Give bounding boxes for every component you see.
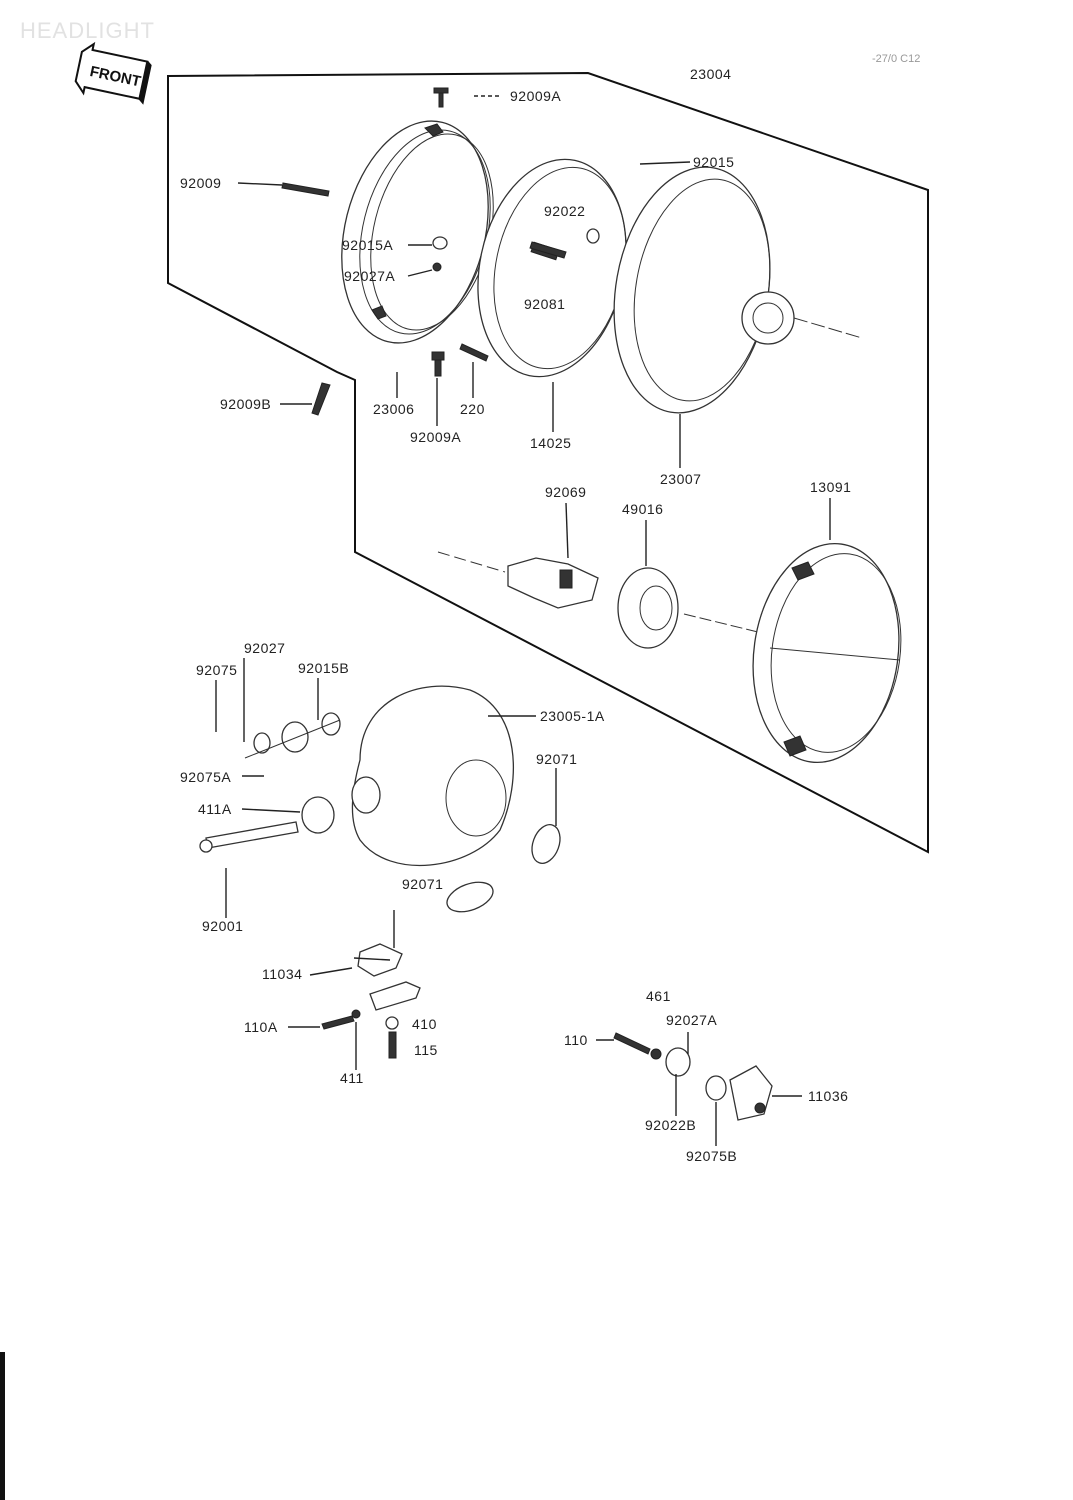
nut-461 (650, 1048, 662, 1060)
label-92071-right: 92071 (536, 751, 577, 767)
label-461: 461 (646, 988, 671, 1004)
collar-411A (301, 796, 335, 834)
assembly-frame (167, 71, 929, 854)
label-115: 115 (414, 1042, 438, 1058)
spacer-92022B (705, 1075, 727, 1101)
part-labels: 23004 92009A 92009 92015 92022 92015A 92… (180, 66, 851, 1164)
label-92015A: 92015A (342, 237, 393, 253)
label-110A: 110A (244, 1019, 278, 1035)
label-220: 220 (460, 401, 485, 417)
label-92009: 92009 (180, 175, 221, 191)
clip-92022 (586, 228, 600, 244)
front-direction-badge: FRONT (74, 41, 152, 105)
label-11036: 11036 (808, 1088, 848, 1104)
label-13091: 13091 (810, 479, 851, 495)
label-92075B: 92075B (686, 1148, 737, 1164)
label-92075A: 92075A (180, 769, 231, 785)
label-92015B: 92015B (298, 660, 349, 676)
screw-92009 (281, 182, 330, 197)
screw-92009B (311, 382, 331, 416)
headlight-case-23005-1A (351, 685, 514, 867)
spring-92081 (529, 241, 567, 259)
screw-92009A-top (433, 87, 449, 108)
washer-410 (385, 1016, 399, 1030)
label-92009A-bottom: 92009A (410, 429, 461, 445)
bulb-92069 (437, 551, 599, 609)
reference-code: -27/0 C12 (872, 53, 920, 65)
nut-92027A (432, 262, 442, 272)
headlight-housing-23007 (613, 166, 863, 414)
label-411A: 411A (198, 801, 232, 817)
label-11034: 11034 (262, 966, 302, 982)
label-410: 410 (412, 1016, 437, 1032)
label-92001: 92001 (202, 918, 243, 934)
washer-92075 (253, 732, 271, 754)
label-92015: 92015 (693, 154, 734, 170)
label-23007: 23007 (660, 471, 701, 487)
label-110: 110 (564, 1032, 588, 1048)
label-92071-bottom: 92071 (402, 876, 443, 892)
sealed-beam-unit-13091 (752, 542, 902, 764)
leader-lines (215, 95, 831, 1146)
nut-411 (351, 1009, 361, 1019)
screw-220 (459, 343, 489, 362)
label-92027A: 92027A (344, 268, 395, 284)
grommet-92027 (281, 721, 309, 753)
diagram-title: HEADLIGHT (20, 18, 155, 43)
bracket-11034 (357, 943, 421, 1011)
label-92069: 92069 (545, 484, 586, 500)
grommet-92027A (665, 1047, 691, 1077)
label-92009A-top: 92009A (510, 88, 561, 104)
screw-92009A-bottom (431, 351, 445, 377)
scan-edge-mark (0, 1352, 5, 1500)
label-92075: 92075 (196, 662, 237, 678)
boot-49016 (617, 567, 759, 649)
label-23004: 23004 (690, 66, 731, 82)
label-92081: 92081 (524, 296, 565, 312)
label-92022: 92022 (544, 203, 585, 219)
screw-115 (388, 1031, 397, 1059)
spring-92015A (432, 236, 448, 250)
label-92022B: 92022B (645, 1117, 696, 1133)
label-92027: 92027 (244, 640, 285, 656)
grommet-92071-right (531, 824, 561, 864)
bracket-11036 (729, 1065, 773, 1121)
bolt-92001 (199, 821, 299, 853)
label-49016: 49016 (622, 501, 663, 517)
label-92009B: 92009B (220, 396, 271, 412)
bolt-110-right (613, 1032, 651, 1055)
label-411: 411 (340, 1070, 364, 1086)
label-14025: 14025 (530, 435, 571, 451)
bolt-110A (321, 1015, 355, 1030)
label-92027A-bottom: 92027A (666, 1012, 717, 1028)
grommet-92071-bottom (446, 881, 494, 913)
label-23006: 23006 (373, 401, 414, 417)
label-23005-1A: 23005-1A (540, 708, 605, 724)
headlight-rim-23006 (341, 120, 494, 344)
